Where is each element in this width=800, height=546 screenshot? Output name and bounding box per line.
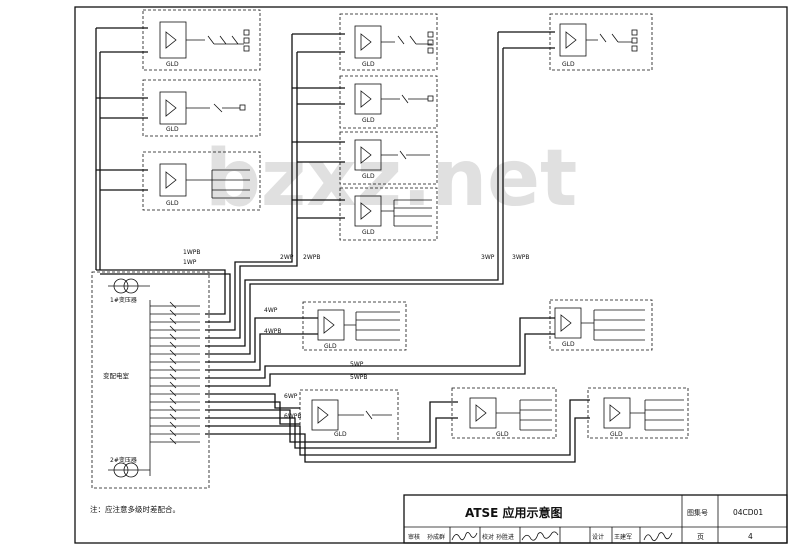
reviewer-name: 孙成群 (427, 533, 445, 541)
designer-name: 王建军 (614, 533, 632, 541)
design-note: 注：应注意多级时差配合。 (90, 504, 180, 514)
atse-label: GLD (496, 431, 509, 438)
atse-unit: GLD (159, 163, 250, 207)
atse-unit: GLD (554, 307, 645, 348)
atse-label: GLD (166, 126, 179, 133)
atse-label: GLD (562, 61, 575, 68)
cable-label-4wp: 4WP (264, 307, 278, 314)
atlas-number: 04CD01 (733, 508, 763, 517)
atse-label: GLD (334, 431, 347, 438)
atse-unit: GLD (603, 397, 684, 438)
checker-name: 孙胜进 (496, 533, 514, 541)
drawing-title: ATSE 应用示意图 (465, 505, 563, 520)
atse-unit: GLD (354, 195, 432, 236)
review-label: 审核 (408, 533, 420, 541)
atse-unit: GLD (159, 91, 246, 133)
cable-label-6wp: 6WP (284, 393, 298, 400)
cable-label-6wpb: 6WPB (284, 413, 301, 420)
cable-label-2wp: 2WP (280, 254, 294, 261)
transformer-2-symbol (113, 462, 139, 478)
cable-label-5wpb: 5WPB (350, 374, 367, 381)
cable-label-1wp: 1WP (183, 259, 197, 266)
design-label: 设计 (592, 533, 604, 541)
watermark-text: bzxz.net (205, 134, 577, 224)
substation-label: 变配电室 (103, 371, 130, 380)
atse-unit: GLD (317, 309, 400, 350)
atse-label: GLD (562, 341, 575, 348)
atse-unit: GLD (311, 399, 392, 438)
atse-unit: GLD (559, 23, 638, 68)
cable-label-3wpb: 3WPB (512, 254, 529, 261)
transformer-1-symbol (113, 278, 139, 294)
cable-label-5wp: 5WP (350, 361, 364, 368)
atse-label: GLD (610, 431, 623, 438)
cable-label-4wpb: 4WPB (264, 328, 281, 335)
atse-label: GLD (362, 117, 375, 124)
cable-label-3wp: 3WP (481, 254, 495, 261)
atse-label: GLD (362, 229, 375, 236)
panel-enclosures (91, 9, 689, 489)
checker-signature (521, 531, 559, 541)
transformer-1-label: 1#变压器 (110, 296, 137, 304)
atse-unit: GLD (354, 83, 434, 124)
atse-unit: GLD (469, 397, 552, 438)
page-number: 4 (748, 532, 753, 541)
atse-label: GLD (166, 200, 179, 207)
check-label: 校对 (482, 533, 494, 541)
atlas-number-label: 图集号 (687, 508, 708, 517)
atse-label: GLD (166, 61, 179, 68)
cable-label-1wpb: 1WPB (183, 249, 200, 256)
reviewer-signature (451, 532, 478, 541)
atse-label: GLD (324, 343, 337, 350)
atse-unit: GLD (354, 139, 430, 180)
substation-breakers (108, 285, 200, 476)
title-block: ATSE 应用示意图 图集号 04CD01 页 4 审核 孙成群 校对 孙胜进 … (403, 494, 788, 544)
atse-unit: GLD (354, 25, 434, 68)
transformer-2-label: 2#变压器 (110, 456, 137, 464)
atse-label: GLD (362, 173, 375, 180)
page-label: 页 (697, 533, 704, 541)
feeder-cables (95, 27, 590, 463)
atse-unit: GLD (159, 21, 250, 68)
cable-label-2wpb: 2WPB (303, 254, 320, 261)
atse-label: GLD (362, 61, 375, 68)
designer-signature (643, 532, 673, 542)
